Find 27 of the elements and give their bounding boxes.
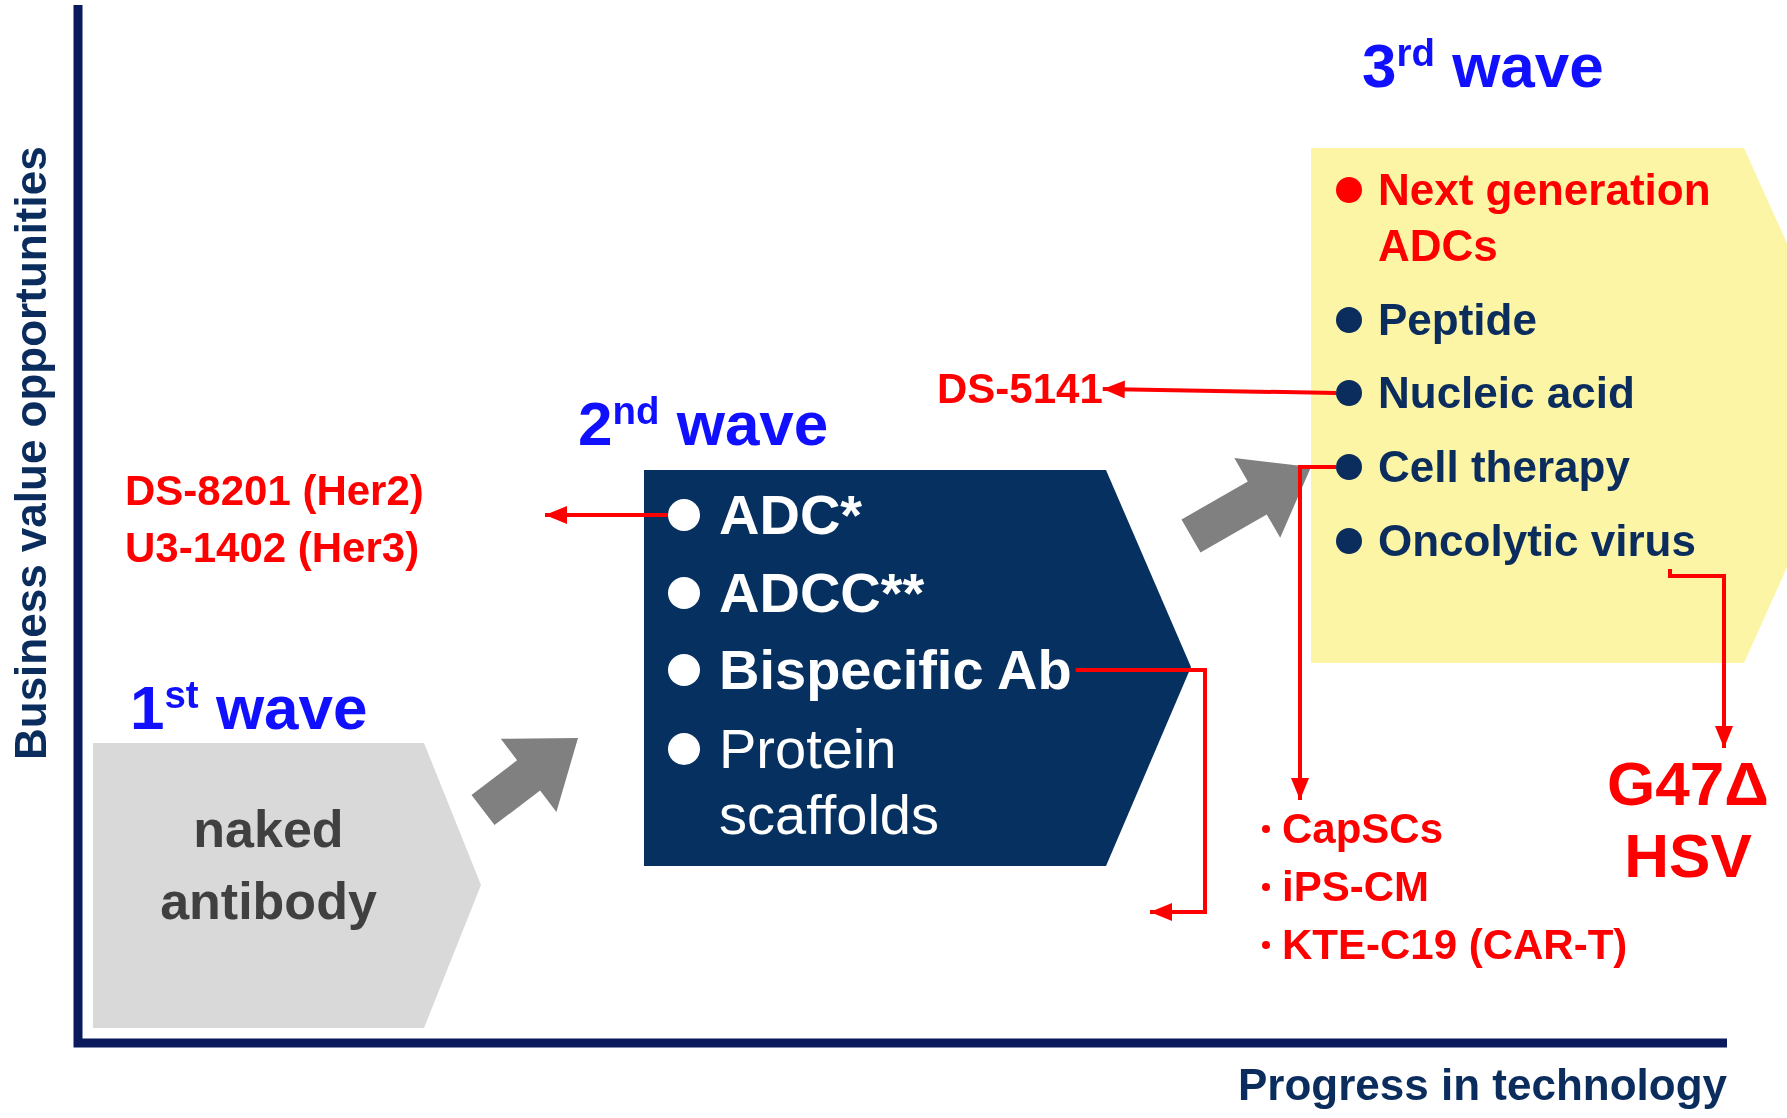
wave-heading: 2$^{nd}$ wave xyxy=(578,388,829,460)
arrow xyxy=(1291,465,1336,800)
block-arrow xyxy=(471,738,578,826)
bullet-text: ADCC** xyxy=(719,561,925,625)
arrow xyxy=(1668,569,1733,748)
annotation-text: U3-1402 (Her3) xyxy=(125,523,421,573)
arrow xyxy=(1102,380,1337,399)
bullet-text: Cell therapy xyxy=(1378,441,1630,493)
bullet-text: Nucleic acid xyxy=(1378,367,1635,419)
bullet-text: Protein scaffolds xyxy=(719,716,940,848)
bullet-text: Next generation ADCs xyxy=(1378,164,1712,272)
bullet-text: ADC* xyxy=(719,483,863,547)
bullet-text: Peptide xyxy=(1378,294,1537,346)
wave-heading: 1$^{st}$ wave xyxy=(130,672,368,744)
shape-label: naked antibody xyxy=(159,799,378,932)
axis-title: Business value opportunities xyxy=(6,146,56,760)
axis-title: Progress in technology xyxy=(1238,1060,1727,1110)
annotation-text: DS-8201 (Her2) xyxy=(125,466,425,516)
list-item: iPS-CM xyxy=(1262,858,1628,916)
annotation-text: DS-5141 xyxy=(937,364,1103,414)
arrow xyxy=(1075,668,1207,921)
bullet-text: Bispecific Ab xyxy=(719,638,1072,702)
list-item: KTE-C19 (CAR-T) xyxy=(1262,916,1628,974)
arrow xyxy=(545,506,668,524)
bullet-text: Oncolytic virus xyxy=(1378,515,1696,567)
block-arrow xyxy=(1181,458,1311,553)
wave-heading: 3$^{rd}$ wave xyxy=(1362,30,1604,102)
